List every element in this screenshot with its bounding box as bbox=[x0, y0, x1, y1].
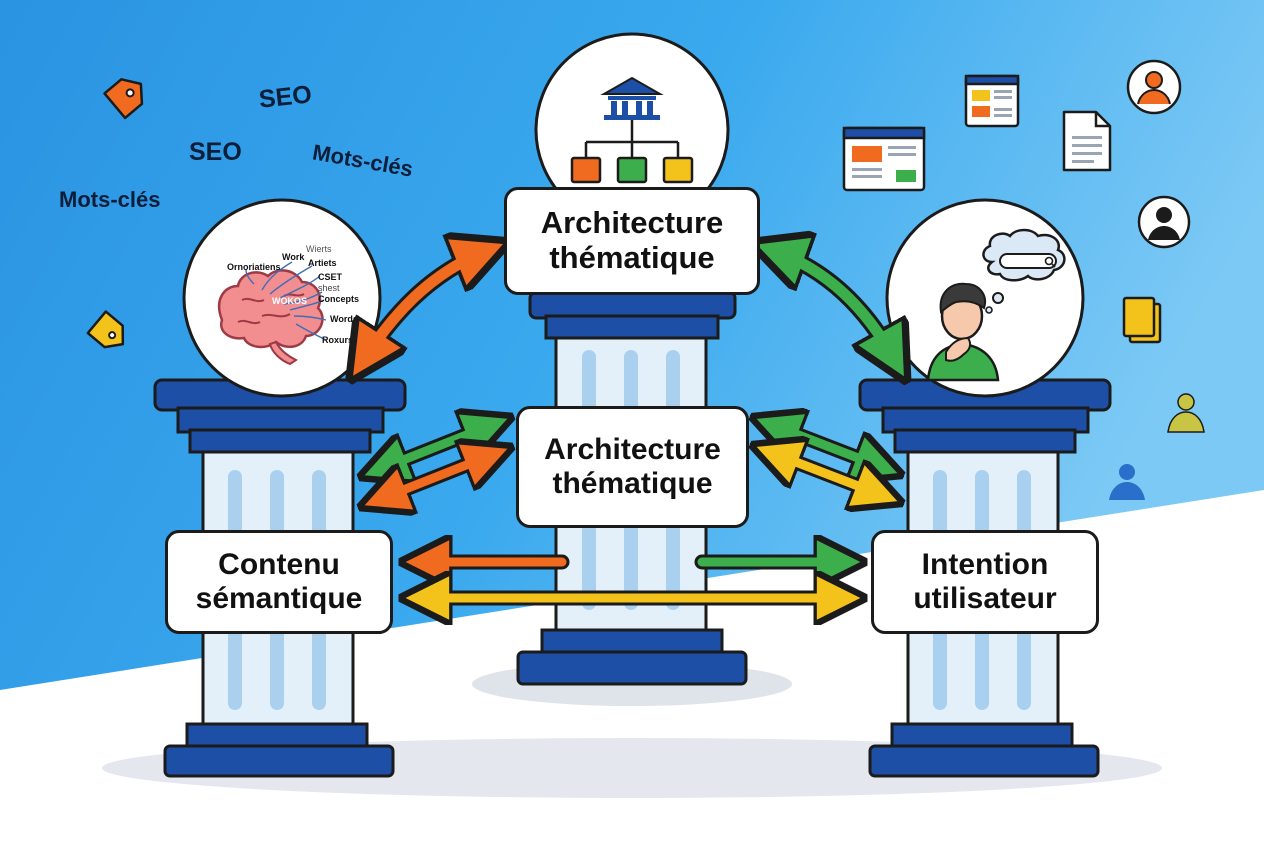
brain-word-9: Words bbox=[330, 314, 358, 324]
browser-window-icon bbox=[964, 74, 1020, 128]
seo-word-1: SEO bbox=[257, 80, 314, 114]
thought-cloud-icon bbox=[982, 228, 1066, 314]
connection-arrows bbox=[362, 250, 896, 598]
bank-icon bbox=[600, 76, 664, 120]
seo-word-2: SEO bbox=[189, 138, 242, 166]
brain-word-2: Work bbox=[282, 252, 305, 262]
label-semantic-content-line1: Contenu bbox=[218, 548, 340, 582]
hierarchy-node-yellow bbox=[662, 156, 694, 184]
brain-word-1: Wierts bbox=[306, 244, 332, 254]
tag-icon bbox=[103, 78, 144, 120]
brain-word-7: shest bbox=[318, 283, 340, 293]
keywords-word-2: Mots-clés bbox=[59, 187, 161, 212]
brain-bubble: Wierts Work Artiets Ornoriatiens CSET WO… bbox=[182, 198, 382, 398]
architecture-bubble bbox=[534, 32, 730, 228]
label-architecture-top-line1: Architecture bbox=[540, 205, 724, 241]
brain-connector-lines bbox=[245, 261, 327, 341]
label-semantic-content: Contenu sémantique bbox=[165, 530, 393, 634]
person-icon-blue bbox=[1109, 464, 1145, 500]
label-architecture-top: Architecture thématique bbox=[504, 187, 760, 295]
files-icon bbox=[1122, 296, 1162, 344]
brain-word-8: Concepts bbox=[318, 294, 359, 304]
user-avatar-icon bbox=[1126, 59, 1182, 115]
label-user-intent-line2: utilisateur bbox=[913, 582, 1057, 615]
hierarchy-node-green bbox=[616, 156, 648, 184]
user-bubble bbox=[885, 198, 1085, 398]
hierarchy-lines bbox=[584, 120, 680, 158]
label-architecture-mid-line2: thématique bbox=[552, 467, 713, 500]
brain-word-6: WOKOS bbox=[272, 296, 307, 306]
brain-word-10: Roxurs bbox=[322, 335, 353, 345]
label-user-intent: Intention utilisateur bbox=[871, 530, 1099, 634]
label-semantic-content-line2: sémantique bbox=[195, 582, 363, 615]
label-user-intent-line1: Intention bbox=[921, 548, 1049, 582]
thinking-person-icon bbox=[926, 282, 1000, 382]
label-architecture-top-line2: thématique bbox=[549, 240, 715, 275]
label-architecture-mid: Architecture thématique bbox=[516, 406, 749, 528]
document-icon bbox=[1062, 110, 1112, 172]
webpage-icon bbox=[842, 126, 926, 192]
person-icon-yellow bbox=[1167, 393, 1205, 433]
brain-word-4: Ornoriatiens bbox=[227, 262, 281, 272]
hierarchy-node-orange bbox=[570, 156, 602, 184]
label-architecture-mid-line1: Architecture bbox=[544, 433, 721, 467]
user-silhouette-icon bbox=[1137, 195, 1191, 249]
tag-icon-yellow bbox=[86, 310, 125, 349]
brain-word-3: Artiets bbox=[308, 258, 337, 268]
brain-word-5: CSET bbox=[318, 272, 343, 282]
